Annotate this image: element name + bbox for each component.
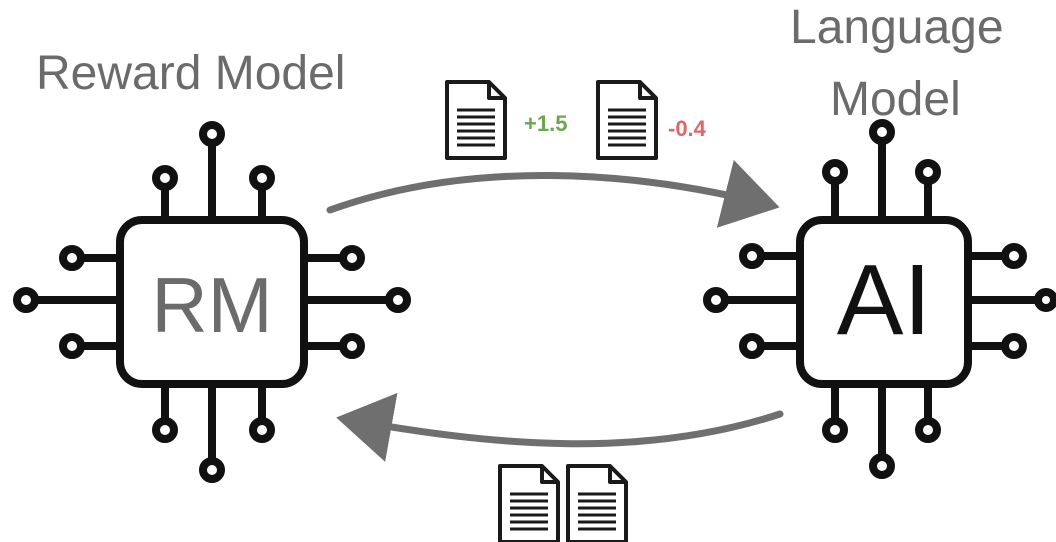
negative-score-label: -0.4 xyxy=(668,116,706,141)
rm-chip-icon xyxy=(13,121,411,483)
arrow-lm-to-rm-icon xyxy=(336,392,784,462)
reward-model-title: Reward Model xyxy=(36,47,346,100)
positive-score-label: +1.5 xyxy=(524,111,568,136)
language-model-title-line1: Language xyxy=(790,1,1004,54)
arrow-rm-to-lm-icon xyxy=(326,159,780,228)
document-icon xyxy=(498,464,560,542)
document-icon xyxy=(445,80,507,160)
rm-chip-label: RM xyxy=(151,261,273,349)
ai-chip-icon xyxy=(703,119,1056,479)
language-model-title-line2: Model xyxy=(830,73,961,126)
document-icon xyxy=(596,80,658,160)
document-icon xyxy=(566,464,628,542)
ai-chip-label: AI xyxy=(836,244,932,356)
